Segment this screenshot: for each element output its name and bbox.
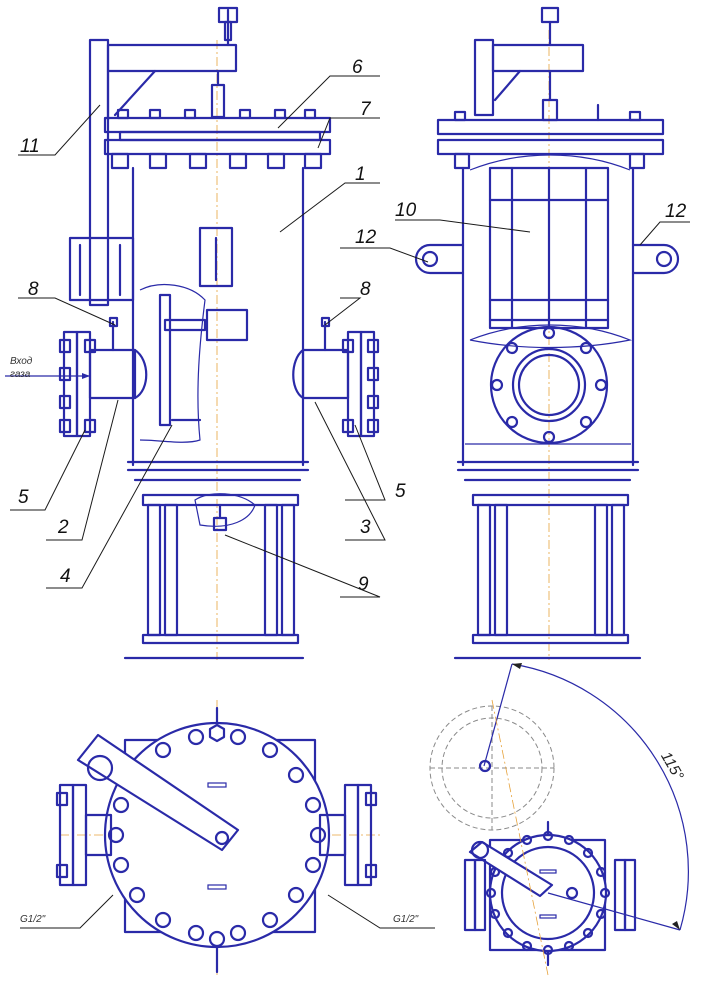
lifting-lug-right <box>631 243 680 275</box>
side-leaders <box>340 219 690 263</box>
callout-10: 10 <box>395 200 417 221</box>
lifting-lug-left <box>414 243 465 275</box>
callout-8-left: 8 <box>28 279 39 300</box>
nozzle-flange-front <box>489 325 609 445</box>
inlet-nozzle <box>58 316 148 438</box>
callout-6: 6 <box>352 57 363 78</box>
callout-12-left: 12 <box>355 227 377 248</box>
support-stand <box>123 493 305 660</box>
side-box <box>68 236 135 302</box>
callout-11: 11 <box>20 136 40 157</box>
callout-5-right: 5 <box>395 481 406 502</box>
inlet-label: Вход <box>10 356 33 367</box>
top-left-flange <box>55 783 113 887</box>
side-view <box>414 6 680 660</box>
callout-4: 4 <box>60 566 71 587</box>
callout-8-right: 8 <box>360 279 371 300</box>
top-right-flange <box>318 783 378 887</box>
callout-7: 7 <box>360 99 372 120</box>
front-view: Вход газа <box>5 6 380 660</box>
front-leaders <box>10 75 386 598</box>
body-shell <box>126 166 310 482</box>
swing-arm <box>76 733 240 852</box>
callout-1: 1 <box>355 164 366 185</box>
inlet-sublabel: газа <box>10 369 31 380</box>
callout-9: 9 <box>358 574 369 595</box>
lift-bracket <box>88 6 239 307</box>
callout-2: 2 <box>57 517 69 538</box>
callout-12-right: 12 <box>665 201 687 222</box>
front-callouts: 11 6 7 1 8 8 5 5 2 4 3 9 <box>18 57 406 595</box>
top-view <box>20 700 435 975</box>
callout-5-left: 5 <box>18 487 29 508</box>
port-label-right: G1/2" <box>393 914 419 925</box>
callout-3: 3 <box>360 517 371 538</box>
outlet-nozzle <box>292 316 380 438</box>
port-label-left: G1/2" <box>20 914 46 925</box>
angle-dimension: 115° <box>657 749 687 783</box>
swing-detail-view <box>429 663 689 976</box>
cover-flange <box>103 108 332 170</box>
filter-cartridge <box>469 154 633 349</box>
